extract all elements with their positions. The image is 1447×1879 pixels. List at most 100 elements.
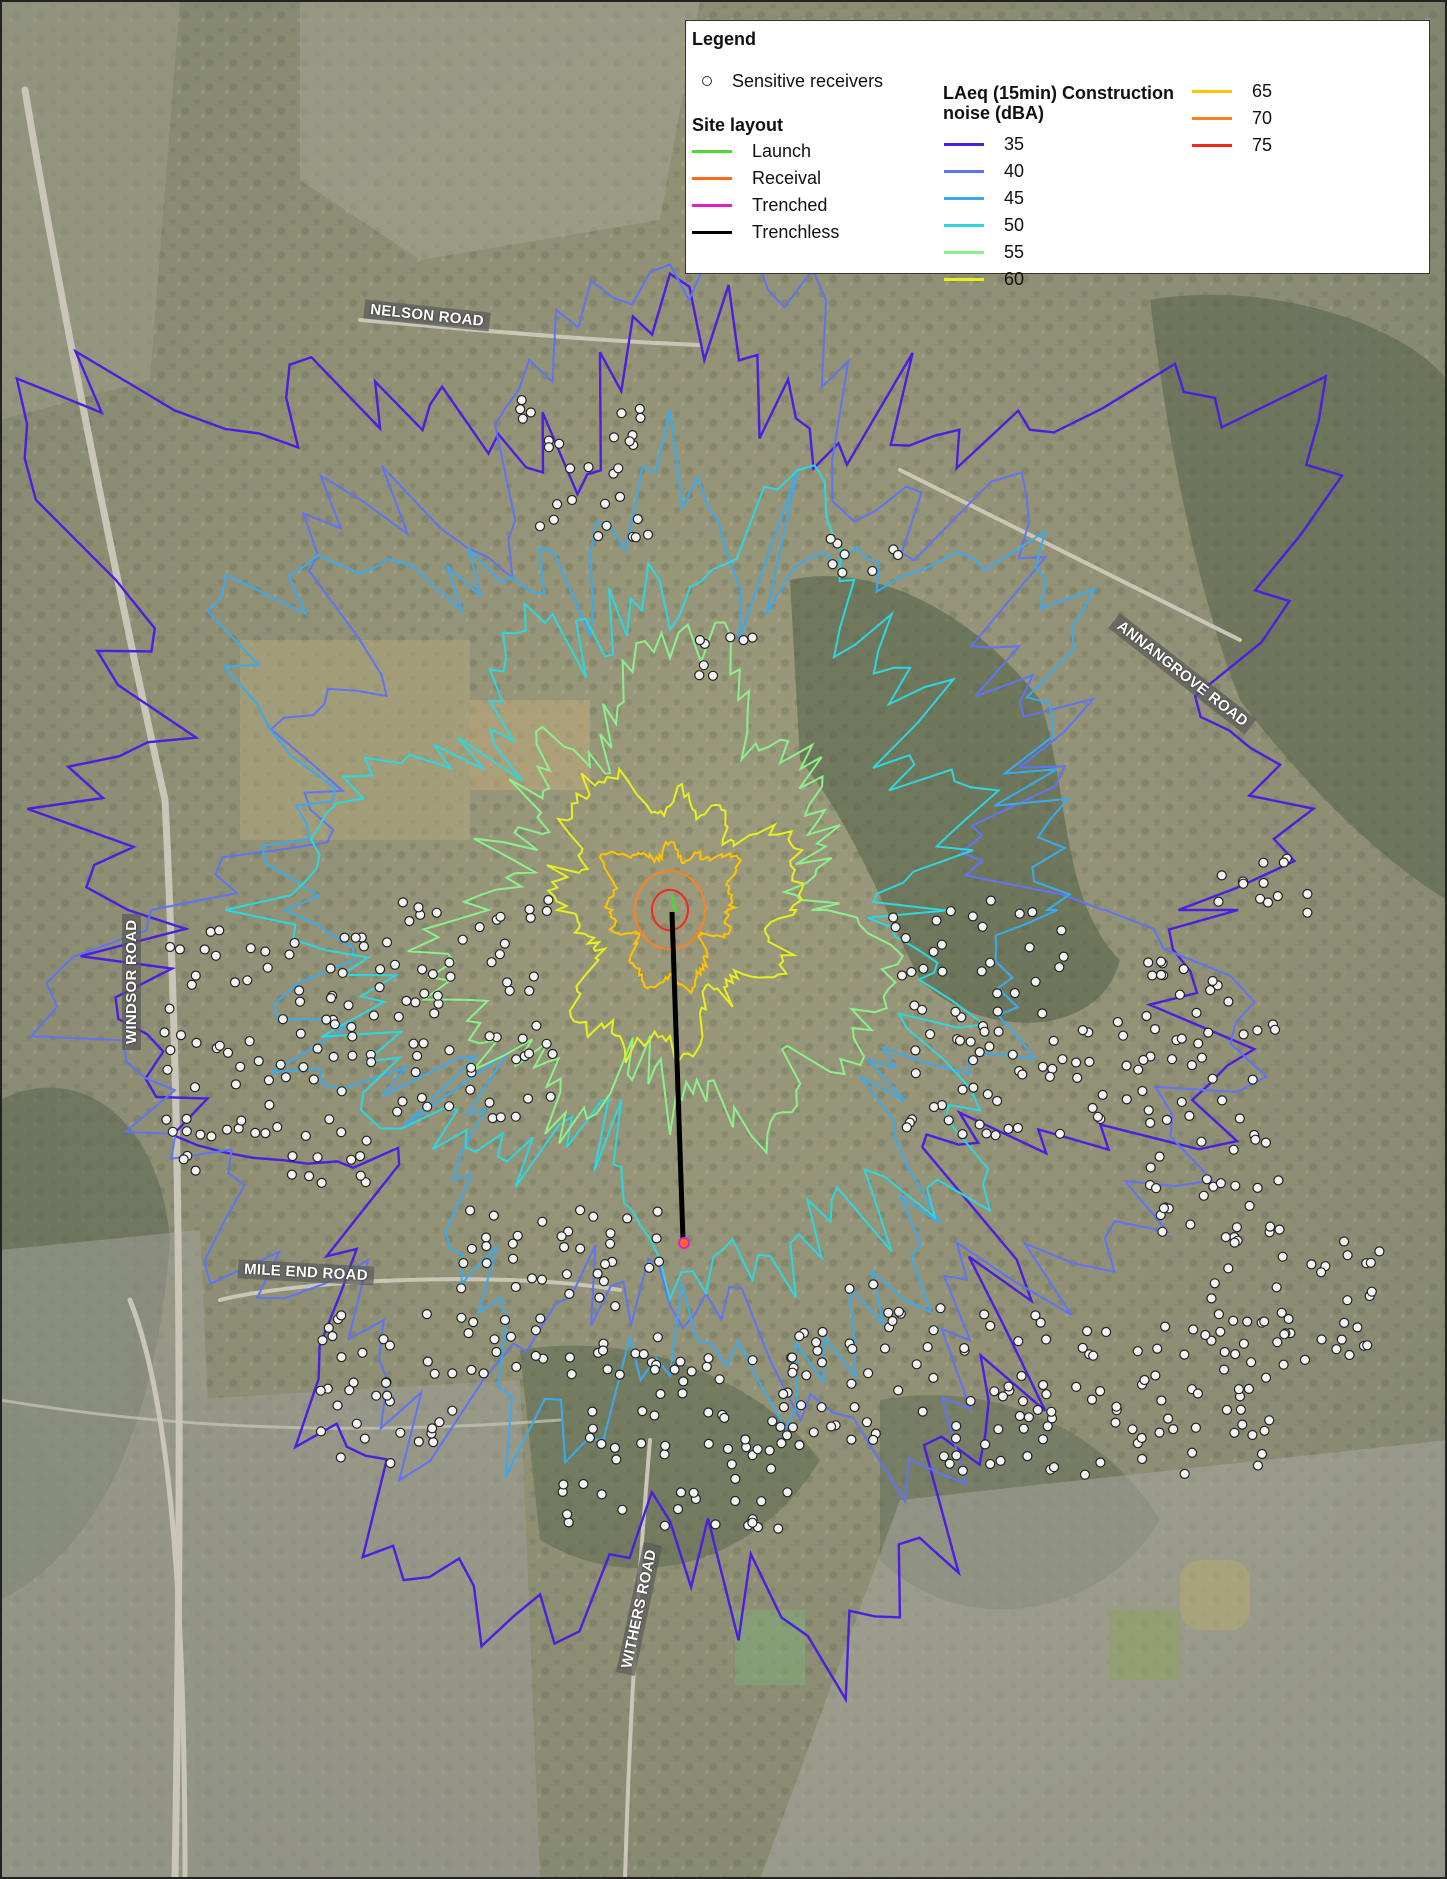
sensitive-receiver [775,1421,786,1433]
sensitive-receiver [1235,1404,1247,1415]
legend-swatch [692,149,732,153]
sensitive-receiver [1030,976,1041,987]
sensitive-receiver [159,1027,170,1038]
sensitive-receiver [937,966,948,977]
sensitive-receiver [1339,1317,1350,1329]
sensitive-receiver [592,1268,603,1279]
sensitive-receiver [896,970,908,981]
sensitive-receiver [1259,1425,1270,1436]
sensitive-receiver [499,1314,511,1326]
sensitive-receiver [675,1487,687,1498]
sensitive-receiver [801,1370,812,1381]
sensitive-receiver [434,1417,445,1428]
sensitive-receiver [323,1322,334,1334]
sensitive-receiver [404,915,415,927]
sensitive-receiver [419,988,430,999]
sensitive-receiver [1207,1073,1218,1084]
sensitive-receiver [782,1487,793,1498]
sensitive-receiver [1007,1049,1018,1060]
sensitive-receiver [950,1433,962,1444]
legend-label: 45 [1004,187,1025,208]
sensitive-receiver [1234,1113,1245,1124]
sensitive-receiver [186,979,197,990]
sensitive-receiver [1316,1334,1327,1345]
sensitive-receiver [517,1033,528,1044]
sensitive-receiver [1244,1200,1255,1212]
sensitive-receiver [328,1051,339,1063]
sensitive-receiver [596,1438,607,1450]
legend-swatch [944,142,984,146]
sensitive-receiver [1141,1010,1152,1022]
sensitive-receiver [205,926,216,938]
sensitive-receiver [917,1406,928,1417]
sensitive-receiver [382,1390,393,1401]
sensitive-receiver [1121,1060,1132,1071]
sensitive-receiver [931,915,942,926]
sensitive-receiver [1203,1027,1214,1038]
sensitive-receiver [1215,1178,1227,1189]
sensitive-receiver [911,1359,922,1370]
sensitive-receiver [397,897,408,908]
sensitive-receiver [990,1130,1001,1141]
sensitive-receiver [1176,1096,1187,1108]
sensitive-receiver [752,1444,763,1455]
sensitive-receiver [327,1330,338,1342]
sensitive-receiver [484,1097,495,1108]
sensitive-receiver [675,1356,686,1367]
sensitive-receiver [1012,1122,1024,1134]
sensitive-receiver [1260,1372,1272,1383]
sensitive-receiver [1207,975,1218,987]
sensitive-receiver [1221,1404,1233,1416]
sensitive-receiver [587,1406,598,1417]
sensitive-receiver [214,1040,225,1051]
sensitive-receiver [190,970,201,981]
sensitive-receiver [951,1450,962,1461]
sensitive-receiver [564,1288,575,1300]
sensitive-receiver [601,520,612,531]
sensitive-receiver [1272,1337,1283,1348]
sensitive-receiver [1138,1054,1149,1066]
sensitive-receiver [284,949,295,960]
sensitive-receiver [512,1230,523,1241]
sensitive-receiver [893,1385,904,1396]
sensitive-receiver [593,530,604,542]
sensitive-receiver [412,1050,423,1062]
sensitive-receiver [230,1079,241,1090]
road-label-windsor: WINDSOR ROAD [122,913,141,1050]
legend-item-launch: Launch [686,139,811,163]
sensitive-receiver [1057,1054,1068,1065]
sensitive-receiver [495,911,506,922]
sensitive-receiver [534,521,546,532]
sensitive-receiver [465,1084,476,1095]
sensitive-receiver [164,1003,175,1014]
sensitive-receiver [478,1368,489,1379]
sensitive-receiver [428,1436,439,1448]
sensitive-receiver [1209,1278,1220,1289]
sensitive-receiver [495,1112,506,1123]
sensitive-receiver [395,1427,406,1438]
sensitive-receiver [611,1454,622,1465]
sensitive-receiver [1041,1389,1052,1400]
sensitive-receiver [714,1374,725,1385]
sensitive-receiver [298,1061,309,1073]
sensitive-receiver [636,1438,647,1449]
sensitive-receiver [487,1112,498,1124]
sensitive-receiver [1176,1033,1187,1044]
sensitive-receiver [346,1154,357,1165]
sensitive-receiver [548,514,559,525]
sensitive-receiver [410,997,421,1008]
contour-70dba [634,869,706,951]
sensitive-receiver [1264,1415,1275,1426]
sensitive-receiver [1110,1417,1121,1428]
sensitive-receiver [909,1000,920,1011]
sensitive-receiver [794,1331,805,1342]
legend-title: Legend [692,29,757,49]
sensitive-receiver [343,1000,354,1011]
sensitive-receiver [1154,1151,1165,1162]
sensitive-receiver [703,1353,714,1364]
sensitive-receiver [1278,1359,1289,1370]
sensitive-receiver [371,1390,382,1401]
sensitive-receiver [951,1420,962,1432]
sensitive-receiver [474,921,485,933]
sensitive-receiver [900,932,911,944]
